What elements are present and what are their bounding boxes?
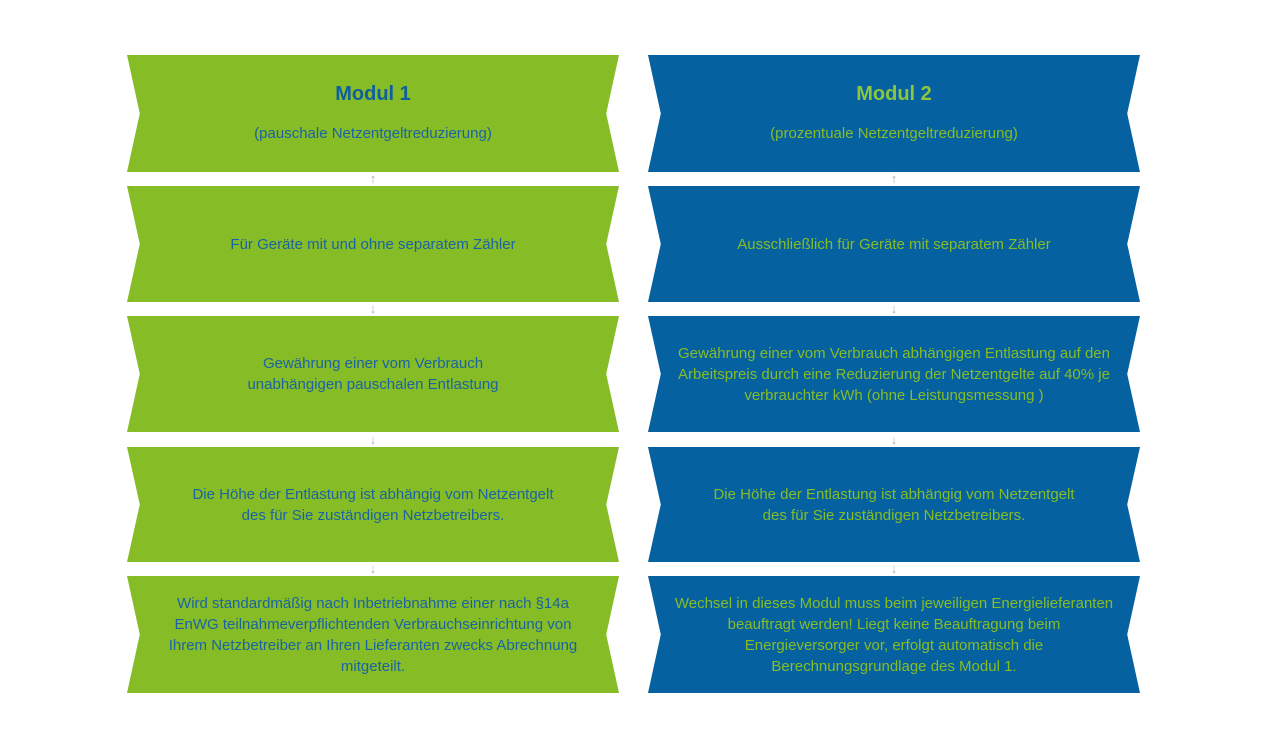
module-2-subtitle: (prozentuale Netzentgeltreduzierung) [770, 124, 1018, 142]
module-1-header: Modul 1 (pauschale Netzentgeltreduzierun… [127, 55, 619, 172]
module-2-row: Ausschließlich für Geräte mit separatem … [648, 186, 1140, 302]
row-text: Die Höhe der Entlastung ist abhängig vom… [192, 485, 554, 524]
row-text: Wechsel in dieses Modul muss beim jeweil… [674, 594, 1114, 675]
arrow-down-icon: ↓ [890, 561, 898, 576]
module-2-row: Gewährung einer vom Verbrauch abhängigen… [648, 316, 1140, 432]
module-1-row: Wird standardmäßig nach Inbetriebnahme e… [127, 576, 619, 693]
arrow-down-icon: ↓ [369, 561, 377, 576]
arrow-down-icon: ↓ [890, 432, 898, 447]
arrow-down-icon: ↓ [369, 301, 377, 316]
module-1-title: Modul 1 [335, 82, 411, 105]
row-text: Ausschließlich für Geräte mit separatem … [737, 235, 1051, 253]
row-text: Gewährung einer vom Verbrauch unabhängig… [247, 355, 499, 393]
module-1-row: Für Geräte mit und ohne separatem Zähler [127, 186, 619, 302]
module-1-row: Gewährung einer vom Verbrauch unabhängig… [127, 316, 619, 432]
module-2-header: Modul 2 (prozentuale Netzentgeltreduzier… [648, 55, 1140, 172]
module-2-title: Modul 2 [856, 82, 932, 105]
row-text: Die Höhe der Entlastung ist abhängig vom… [713, 485, 1075, 524]
arrow-up-icon: ↑ [890, 171, 898, 186]
arrow-up-icon: ↑ [369, 171, 377, 186]
row-text: Für Geräte mit und ohne separatem Zähler [230, 235, 516, 253]
arrow-down-icon: ↓ [890, 301, 898, 316]
module-1-subtitle: (pauschale Netzentgeltreduzierung) [254, 124, 492, 142]
module-2-row: Die Höhe der Entlastung ist abhängig vom… [648, 447, 1140, 562]
arrow-down-icon: ↓ [369, 432, 377, 447]
module-1-row: Die Höhe der Entlastung ist abhängig vom… [127, 447, 619, 562]
row-text: Wird standardmäßig nach Inbetriebnahme e… [168, 594, 578, 675]
module-2-row: Wechsel in dieses Modul muss beim jeweil… [648, 576, 1140, 693]
row-text: Gewährung einer vom Verbrauch abhängigen… [678, 344, 1110, 404]
